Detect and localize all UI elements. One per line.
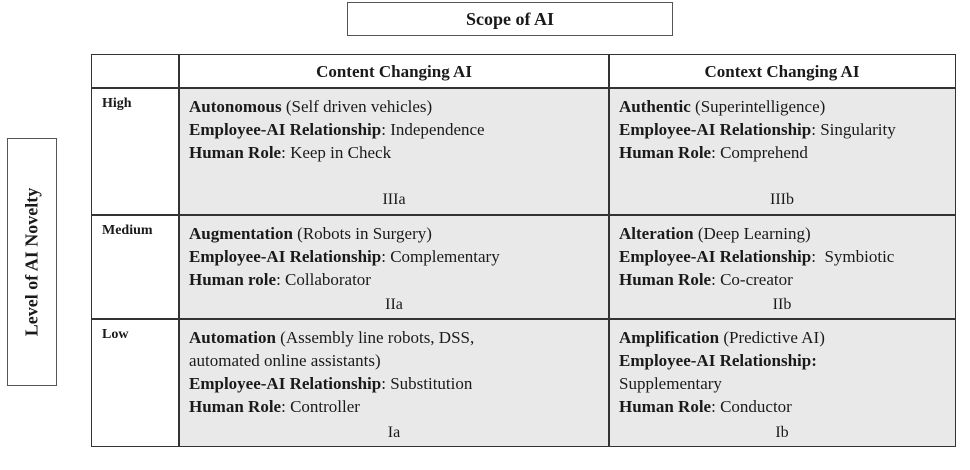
relationship-value: : Substitution <box>381 374 473 393</box>
ai-type-name: Autonomous <box>189 97 282 116</box>
quadrant-code: Ib <box>775 424 789 441</box>
column-header-context: Context Changing AI <box>609 55 955 88</box>
divider-horizontal-1 <box>92 87 955 89</box>
relationship-line: Employee-AI Relationship: Complementary <box>189 245 609 268</box>
human-role-label: Human Role <box>619 397 712 416</box>
cell-bg-high-context <box>609 88 955 215</box>
divider-horizontal-3 <box>92 318 955 320</box>
relationship-line: Employee-AI Relationship: Substitution <box>189 372 609 395</box>
ai-type-example-continued: automated online assistants) <box>189 351 381 370</box>
ai-type-example: (Robots in Surgery) <box>292 224 432 243</box>
human-role-value: : Co-creator <box>711 270 793 289</box>
human-role-value: : Collaborator <box>276 270 371 289</box>
divider-vertical-2 <box>608 55 610 446</box>
ai-type-line: Augmentation (Robots in Surgery) <box>189 222 609 245</box>
quadrant-code: IIb <box>772 296 792 313</box>
ai-type-line: Authentic (Superintelligence) <box>619 95 955 118</box>
relationship-line: Employee-AI Relationship: Symbiotic <box>619 245 955 268</box>
relationship-line: Employee-AI Relationship: <box>619 349 955 372</box>
ai-type-line: Automation (Assembly line robots, DSS, <box>189 326 609 349</box>
relationship-value: : Independence <box>381 120 485 139</box>
ai-type-name: Automation <box>189 328 276 347</box>
human-role-label: Human role <box>189 270 277 289</box>
divider-horizontal-2 <box>92 214 955 216</box>
ai-type-name: Alteration <box>619 224 694 243</box>
human-role-line: Human role: Collaborator <box>189 268 609 291</box>
column-header-content: Content Changing AI <box>179 55 609 88</box>
quadrant-code: IIIb <box>770 191 794 208</box>
cell-alteration: Alteration (Deep Learning) Employee-AI R… <box>609 215 955 319</box>
cell-augmentation: Augmentation (Robots in Surgery) Employe… <box>179 215 609 319</box>
ai-type-line: Alteration (Deep Learning) <box>619 222 955 245</box>
row-label-high: High <box>92 88 178 215</box>
cell-bg-medium-context <box>609 215 955 319</box>
relationship-value: Supplementary <box>619 374 722 393</box>
cell-bg-low-context <box>609 319 955 446</box>
relationship-label: Employee-AI Relationship <box>619 247 812 266</box>
relationship-line: Employee-AI Relationship: Independence <box>189 118 609 141</box>
ai-type-example: (Deep Learning) <box>693 224 811 243</box>
cell-bg-high-content <box>179 88 609 215</box>
quadrant-code: Ia <box>387 424 401 441</box>
row-label-low: Low <box>92 319 178 446</box>
relationship-value: : Singularity <box>811 120 896 139</box>
ai-type-example: (Self driven vehicles) <box>281 97 433 116</box>
relationship-value: : Symbiotic <box>811 247 895 266</box>
human-role-line: Human Role: Controller <box>189 395 609 418</box>
ai-type-line: Amplification (Predictive AI) <box>619 326 955 349</box>
relationship-line: Employee-AI Relationship: Singularity <box>619 118 955 141</box>
ai-type-line: Autonomous (Self driven vehicles) <box>189 95 609 118</box>
scope-title: Scope of AI <box>465 8 554 29</box>
quadrant-code: IIIa <box>382 191 406 208</box>
human-role-value: : Conductor <box>711 397 792 416</box>
ai-type-name: Augmentation <box>189 224 293 243</box>
scope-of-ai-box: Scope of AI <box>347 2 673 36</box>
ai-type-name: Authentic <box>619 97 691 116</box>
divider-vertical-1 <box>178 55 180 446</box>
relationship-label: Employee-AI Relationship: <box>619 351 817 370</box>
cell-bg-low-content <box>179 319 609 446</box>
ai-typology-matrix: Content Changing AI Context Changing AI … <box>91 54 956 447</box>
ai-type-example: (Predictive AI) <box>719 328 825 347</box>
relationship-label: Employee-AI Relationship <box>619 120 812 139</box>
row-label-high-text: High <box>102 96 132 111</box>
relationship-label: Employee-AI Relationship <box>189 120 382 139</box>
cell-bg-medium-content <box>179 215 609 319</box>
novelty-title: Level of AI Novelty <box>21 187 42 337</box>
column-header-content-label: Content Changing AI <box>316 61 472 81</box>
cell-amplification: Amplification (Predictive AI) Employee-A… <box>609 319 955 446</box>
cell-autonomous: Autonomous (Self driven vehicles) Employ… <box>179 88 609 215</box>
ai-type-example: (Superintelligence) <box>690 97 826 116</box>
ai-type-name: Amplification <box>619 328 720 347</box>
row-label-low-text: Low <box>102 327 129 342</box>
human-role-label: Human Role <box>619 270 712 289</box>
human-role-line: Human Role: Conductor <box>619 395 955 418</box>
relationship-value: : Complementary <box>381 247 500 266</box>
human-role-label: Human Role <box>189 143 282 162</box>
ai-novelty-box: Level of AI Novelty <box>7 138 57 386</box>
human-role-line: Human Role: Comprehend <box>619 141 955 164</box>
human-role-line: Human Role: Keep in Check <box>189 141 609 164</box>
ai-type-example: (Assembly line robots, DSS, <box>275 328 475 347</box>
human-role-value: : Controller <box>281 397 360 416</box>
human-role-value: : Keep in Check <box>281 143 392 162</box>
relationship-label: Employee-AI Relationship <box>189 374 382 393</box>
relationship-label: Employee-AI Relationship <box>189 247 382 266</box>
quadrant-code: IIa <box>385 296 403 313</box>
human-role-label: Human Role <box>189 397 282 416</box>
human-role-label: Human Role <box>619 143 712 162</box>
cell-authentic: Authentic (Superintelligence) Employee-A… <box>609 88 955 215</box>
human-role-value: : Comprehend <box>711 143 808 162</box>
row-label-medium: Medium <box>92 215 178 319</box>
human-role-line: Human Role: Co-creator <box>619 268 955 291</box>
row-label-medium-text: Medium <box>102 223 153 238</box>
cell-automation: Automation (Assembly line robots, DSS, a… <box>179 319 609 446</box>
column-header-context-label: Context Changing AI <box>704 61 860 81</box>
